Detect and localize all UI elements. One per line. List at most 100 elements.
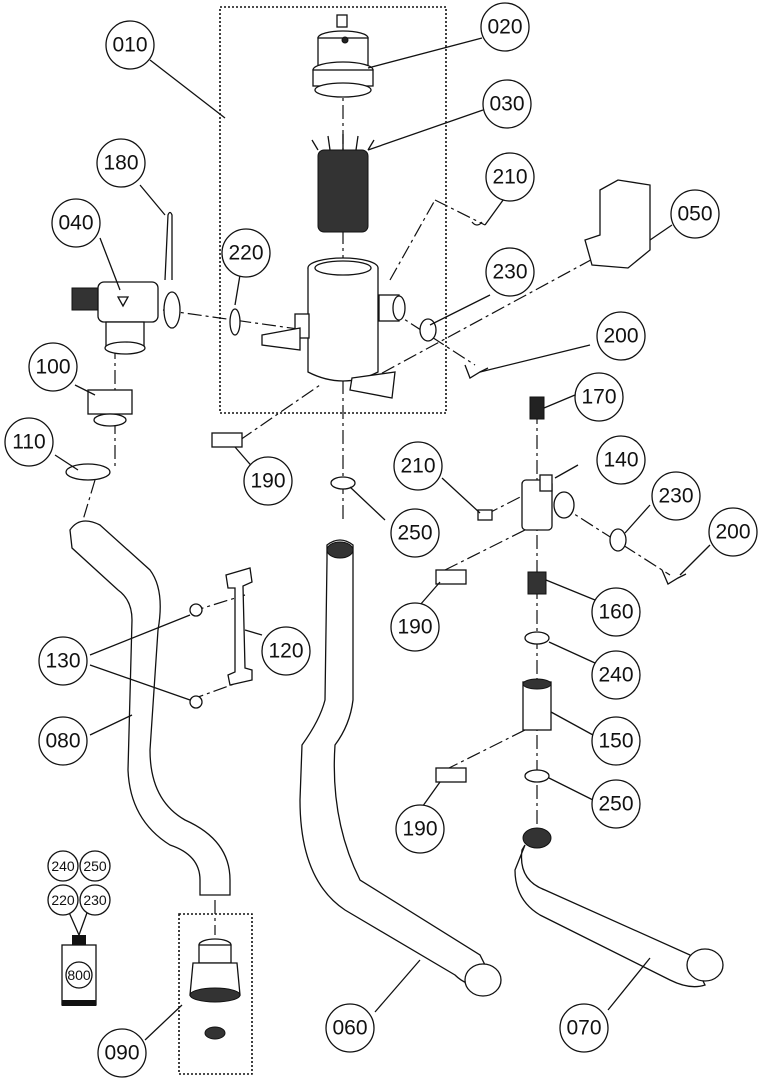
part-240-ring: [524, 631, 550, 645]
part-200-clip: [464, 364, 489, 379]
callout-label: 190: [397, 616, 432, 639]
callout-label: 080: [45, 730, 80, 753]
lubricant-callout-250: 250: [79, 850, 111, 882]
callout-190a: 190: [243, 456, 293, 506]
leader-lines: [54, 37, 711, 1041]
part-100-fitting: [87, 389, 133, 427]
part-050-insulation: [584, 179, 651, 269]
callout-label: 140: [603, 449, 638, 472]
callout-label: 190: [402, 818, 437, 841]
lubricant-callout-240: 240: [47, 850, 79, 882]
callout-170: 170: [574, 372, 624, 422]
callout-label: 210: [492, 166, 527, 189]
part-190-clip-a: [211, 432, 243, 448]
lubricant-callout-220: 220: [47, 884, 79, 916]
part-060-end: [326, 541, 354, 559]
callout-240: 240: [591, 650, 641, 700]
callout-110: 110: [4, 417, 54, 467]
part-110-clamp: [65, 463, 111, 481]
callout-210: 210: [485, 152, 535, 202]
callout-230b: 230: [651, 471, 701, 521]
part-070-nut: [686, 948, 724, 982]
part-030-mesh-filter: [311, 134, 375, 233]
callout-label: 010: [112, 34, 147, 57]
callout-label: 230: [658, 485, 693, 508]
part-060-nut: [464, 963, 502, 997]
callout-label: 130: [45, 650, 80, 673]
part-210-clip-b: [477, 509, 493, 521]
callout-label: 090: [104, 1042, 139, 1065]
callout-label: 250: [598, 793, 633, 816]
callout-190c: 190: [395, 804, 445, 854]
part-160-insert: [527, 571, 547, 595]
callout-010: 010: [105, 20, 155, 70]
callout-label: 800: [67, 967, 91, 983]
part-130-screw-b: [189, 695, 203, 709]
callout-label: 070: [566, 1017, 601, 1040]
callout-190b: 190: [390, 602, 440, 652]
part-080-pipe: [69, 520, 231, 896]
part-040-valve: [71, 281, 181, 355]
part-120-bracket: [225, 567, 253, 686]
callout-label: 150: [598, 730, 633, 753]
callout-200: 200: [596, 311, 646, 361]
part-230-o-ring-b: [609, 528, 627, 552]
part-010-filter-body: [261, 257, 406, 399]
callout-080: 080: [38, 716, 88, 766]
part-220-o-ring: [229, 308, 241, 336]
part-180-pin: [164, 211, 173, 281]
callout-250b: 250: [591, 779, 641, 829]
callout-label: 230: [83, 892, 107, 908]
part-070-pipe: [514, 844, 706, 988]
callout-120: 120: [261, 626, 311, 676]
part-140-tee: [521, 474, 575, 531]
part-070-end: [522, 827, 552, 849]
callout-label: 020: [487, 16, 522, 39]
part-060-pipe: [299, 539, 496, 987]
callout-130: 130: [38, 636, 88, 686]
callout-020: 020: [480, 2, 530, 52]
callout-label: 180: [103, 152, 138, 175]
callout-label: 110: [12, 431, 45, 454]
part-200-clip-b: [661, 569, 687, 585]
part-090-strainer: [189, 938, 241, 1040]
callout-150: 150: [591, 716, 641, 766]
callout-220: 220: [221, 228, 271, 278]
callout-label: 210: [400, 455, 435, 478]
part-250-ring-a: [330, 476, 356, 490]
callout-160: 160: [591, 587, 641, 637]
callout-label: 250: [397, 522, 432, 545]
callout-label: 220: [51, 892, 75, 908]
callout-040: 040: [51, 198, 101, 248]
callout-090: 090: [97, 1028, 147, 1078]
lubricant-tube: [61, 909, 97, 1006]
callout-210b: 210: [393, 441, 443, 491]
lubricant-callout-230: 230: [79, 884, 111, 916]
callout-label: 200: [715, 521, 750, 544]
part-130-screw-a: [189, 603, 203, 617]
part-190-clip-c: [435, 767, 467, 783]
callout-100: 100: [28, 342, 78, 392]
callout-label: 100: [35, 356, 70, 379]
callout-070: 070: [559, 1003, 609, 1053]
callout-label: 120: [268, 640, 303, 663]
callout-060: 060: [325, 1003, 375, 1053]
callout-200b: 200: [708, 507, 758, 557]
part-210-clip: [471, 221, 483, 226]
part-020-air-vent: [312, 14, 374, 98]
callout-label: 050: [677, 203, 712, 226]
callout-label: 060: [332, 1017, 367, 1040]
callout-label: 200: [603, 325, 638, 348]
callout-label: 030: [489, 93, 524, 116]
callout-label: 240: [51, 858, 75, 874]
callout-label: 170: [581, 386, 616, 409]
callout-label: 230: [492, 261, 527, 284]
part-250-ring-b: [524, 769, 550, 783]
part-170-valve: [529, 396, 545, 420]
part-190-clip-b: [435, 569, 467, 585]
callout-label: 250: [83, 858, 107, 874]
callout-180: 180: [96, 138, 146, 188]
callout-030: 030: [482, 79, 532, 129]
part-150-fitting: [522, 678, 552, 731]
